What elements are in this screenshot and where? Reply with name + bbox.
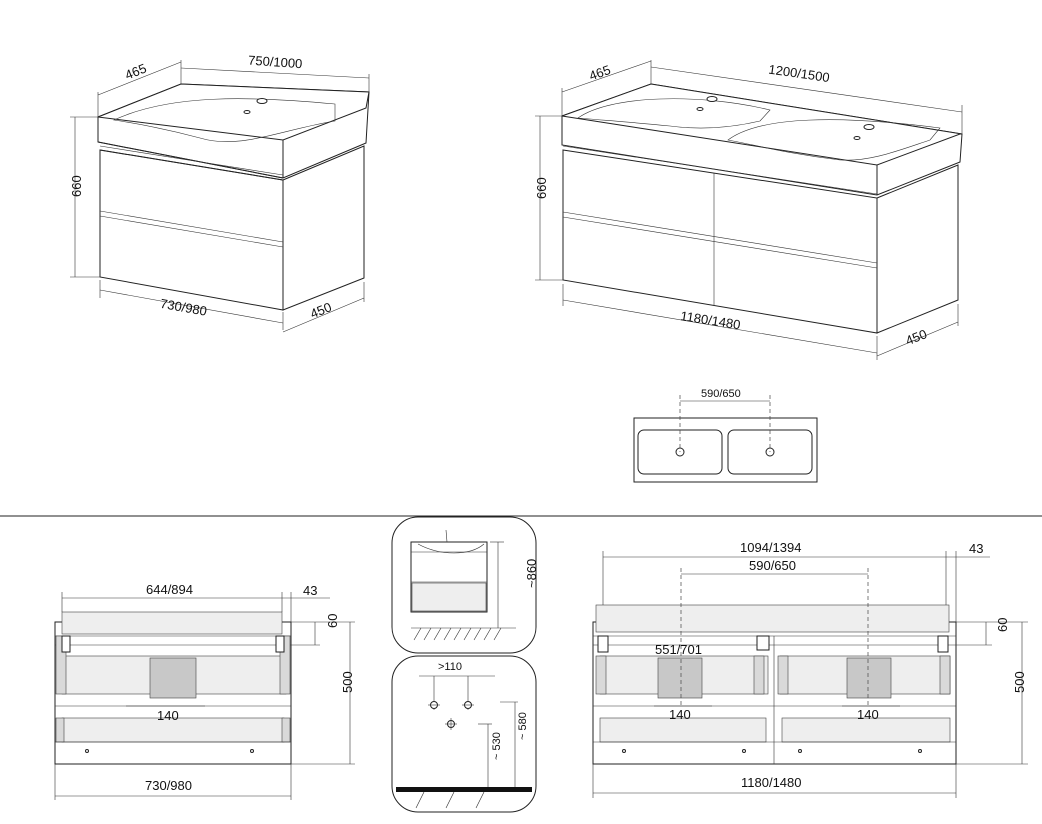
h1-label: ~ 530 — [491, 732, 503, 760]
floor-hatch-2 — [415, 791, 485, 809]
width-top-label: 1200/1500 — [768, 62, 831, 85]
width-label: 730/980 — [145, 778, 192, 793]
height-label: 500 — [340, 671, 355, 693]
gap-left-label: 140 — [669, 707, 691, 722]
height-label: 660 — [534, 177, 549, 199]
double-vanity-isometric: 465 1200/1500 660 1180/1480 450 — [534, 60, 963, 360]
single-vanity-isometric: 465 750/1000 660 730/980 450 — [69, 52, 370, 333]
h2-label: ~ 580 — [517, 712, 529, 740]
width-bottom-label: 730/980 — [159, 296, 208, 319]
height-label: 660 — [69, 175, 84, 197]
width-label: 1180/1480 — [741, 775, 802, 790]
drain-position-panel: >110 ~ 530 ~ 580 — [391, 655, 537, 813]
drawer-width-label: 551/701 — [655, 642, 702, 657]
depth-bottom-label: 450 — [903, 326, 929, 348]
offset-label: 43 — [969, 541, 983, 556]
single-cabinet-internal-view: 644/894 43 60 500 140 730/980 — [54, 582, 355, 800]
inner-width-label: 644/894 — [146, 582, 193, 597]
gap-right-label: 140 — [857, 707, 879, 722]
width-bottom-label: 1180/1480 — [679, 308, 741, 332]
width-top-label: 750/1000 — [248, 52, 303, 71]
offset-label: >110 — [438, 661, 462, 673]
inner-width-label: 1094/1394 — [740, 540, 801, 555]
basin-plan-view: 590/650 — [633, 388, 818, 483]
depth-label: 465 — [123, 61, 149, 83]
spacing-label: 590/650 — [701, 388, 741, 400]
floor-hatch — [413, 627, 502, 641]
offset-label: 43 — [303, 583, 317, 598]
spacing-label: 590/650 — [749, 558, 796, 573]
top-gap-label: 60 — [995, 618, 1010, 632]
side-view-panel: ~860 — [391, 516, 539, 654]
depth-bottom-label: 450 — [308, 299, 334, 321]
height-label: 500 — [1012, 671, 1027, 693]
top-gap-label: 60 — [325, 614, 340, 628]
double-cabinet-internal-view: 1094/1394 43 590/650 60 551/701 500 140 … — [592, 540, 1028, 798]
depth-label: 465 — [587, 62, 613, 84]
drawer-gap-label: 140 — [157, 708, 179, 723]
side-height-label: ~860 — [524, 559, 539, 588]
